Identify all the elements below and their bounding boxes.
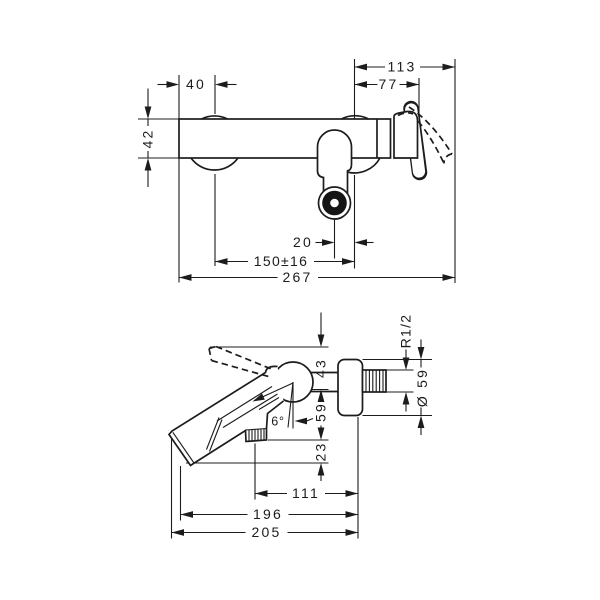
handle-spout-side <box>167 345 294 467</box>
dim-196-label: 196 <box>253 506 283 522</box>
flow-axis-arrowhead-icon <box>252 393 265 402</box>
aerator-knurl-lines <box>248 429 265 441</box>
wall-escutcheon <box>337 358 364 417</box>
dim-42 <box>144 88 152 187</box>
dim-267 <box>179 274 455 281</box>
dim-angle-label: 6° <box>271 415 285 429</box>
dim-42-label: 42 <box>140 129 156 149</box>
dim-43-label: 43 <box>313 358 329 378</box>
handle-raised-dashed-top <box>408 106 453 155</box>
raised-lever-dashed-top <box>215 345 273 371</box>
body-bar <box>178 118 392 159</box>
handle-front <box>393 100 453 181</box>
handle-outline <box>167 365 285 467</box>
dim-77-label: 77 <box>379 76 399 92</box>
handle-end-face-line <box>172 431 195 464</box>
right-escutcheon-arc <box>346 157 381 174</box>
dim-diameter-label: Ø 59 <box>414 368 430 407</box>
handle-pivot-dashed <box>397 111 414 117</box>
dim-angle <box>287 381 314 429</box>
handle-base <box>393 110 419 159</box>
wall-connection <box>310 358 387 417</box>
raised-lever-dashed-tip <box>208 345 217 361</box>
dim-20 <box>315 239 374 246</box>
right-escutcheon-bump <box>341 114 369 120</box>
handle-joint-lines <box>205 417 223 452</box>
spout-underside-line <box>258 397 280 410</box>
dim-205-label: 205 <box>252 524 282 540</box>
connection-pipe <box>310 371 338 393</box>
dim-23-label: 23 <box>313 442 329 462</box>
dim-heights-chain <box>317 312 325 481</box>
dim-77 <box>354 81 419 88</box>
spout-outlet-center <box>330 198 339 208</box>
dim-20-label: 20 <box>293 234 313 250</box>
handle-raised-dashed-bottom <box>417 120 445 164</box>
dim-40-label: 40 <box>186 76 206 92</box>
handle-inner-lines <box>216 386 278 428</box>
dim-thread-label: R1/2 <box>398 314 414 349</box>
left-escutcheon-arc <box>190 157 239 171</box>
spout-front <box>316 129 353 220</box>
dim-111 <box>255 490 358 497</box>
dim-diameter <box>417 339 425 435</box>
side-view: R1/2 Ø 59 43 59 23 6° 111 196 205 <box>167 312 432 540</box>
dim-113 <box>354 63 455 71</box>
dim-thread <box>402 349 410 412</box>
flow-axis-line <box>258 382 294 400</box>
dim-40 <box>157 81 237 88</box>
dim-111-label: 111 <box>292 485 320 501</box>
dim-113-label: 113 <box>388 59 417 75</box>
thread-knurl-lines <box>365 370 384 392</box>
mixer-body-front <box>178 114 392 174</box>
raised-lever-dashed-bottom <box>211 359 273 379</box>
handle-raised-dashed-tip <box>443 153 453 164</box>
dim-267-label: 267 <box>283 269 313 285</box>
front-view: 113 77 40 42 20 150±16 267 <box>138 59 456 285</box>
dim-150-label: 150±16 <box>254 253 308 269</box>
dim-59-label: 59 <box>313 402 329 422</box>
dim-205 <box>171 529 358 536</box>
dim-150 <box>215 258 355 265</box>
dim-196 <box>180 511 358 518</box>
aerator-divider <box>245 427 267 431</box>
side-extension-lines <box>170 346 432 539</box>
